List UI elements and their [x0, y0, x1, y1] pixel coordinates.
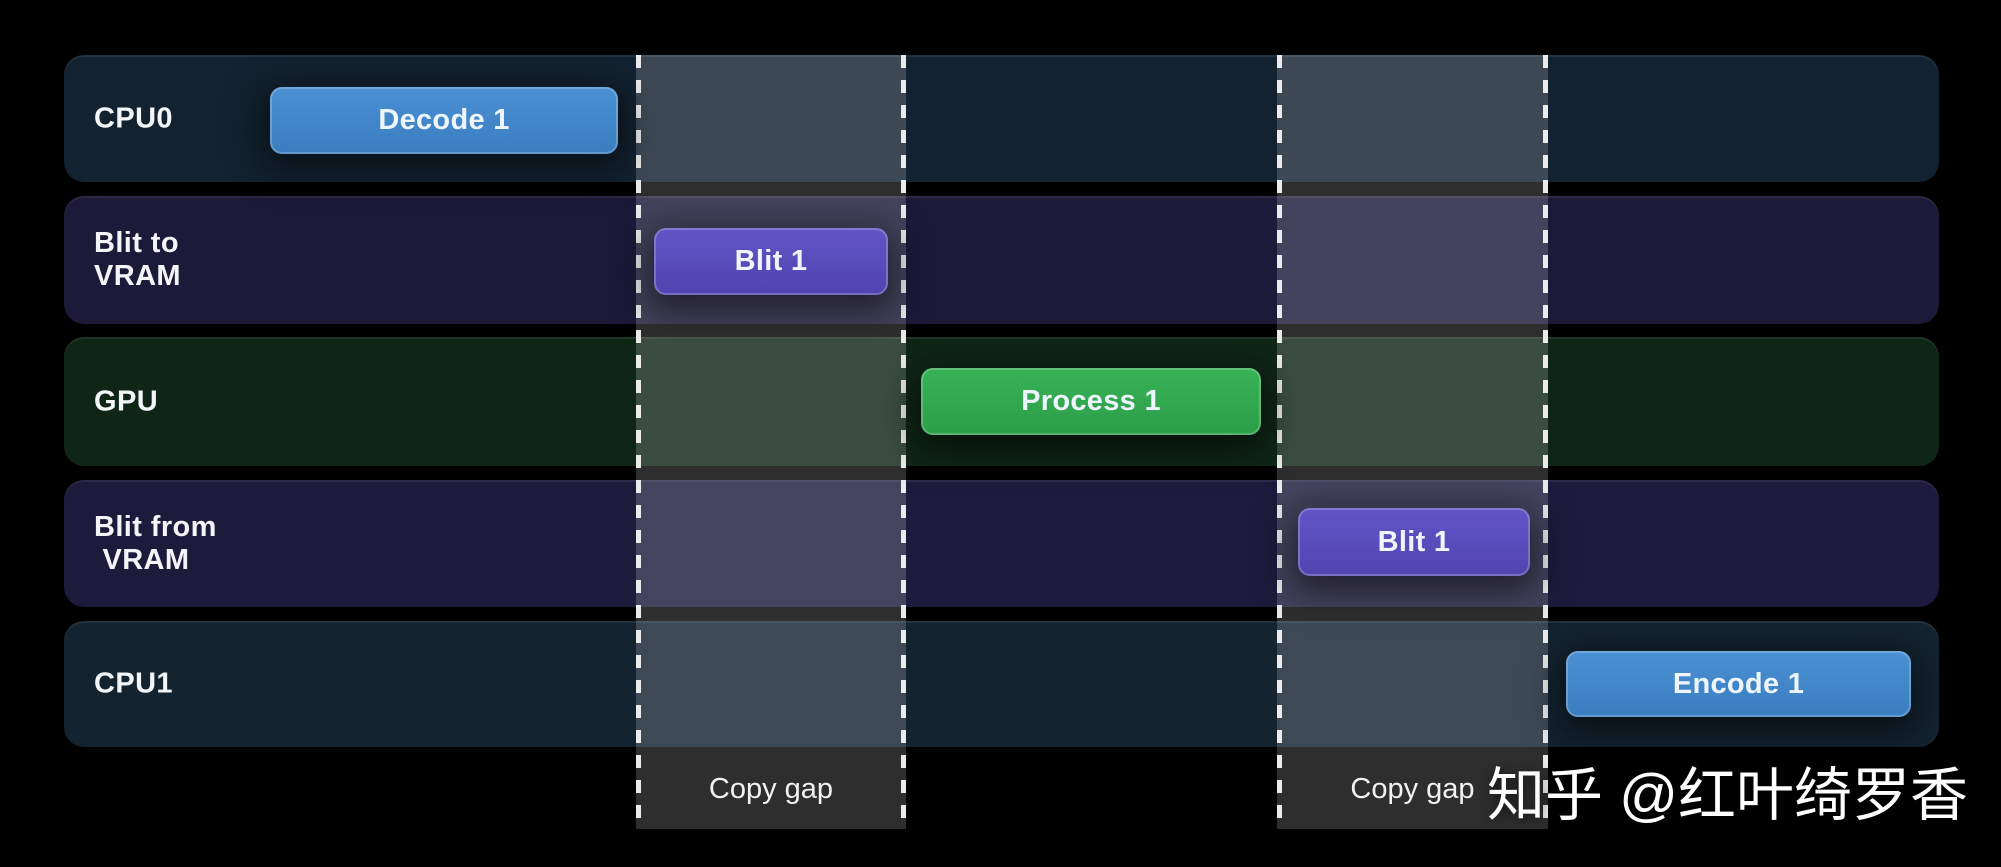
- task-blit-from-vram-1: Blit 1: [1298, 508, 1530, 576]
- lane-gpu: GPU: [64, 337, 1939, 466]
- copy-gap-band-2: Copy gap: [1277, 55, 1548, 829]
- lane-blit-to-vram: Blit to VRAM: [64, 196, 1939, 324]
- copy-gap-band-1: Copy gap: [636, 55, 906, 829]
- dashed-line: [1277, 55, 1282, 829]
- task-encode-1: Encode 1: [1566, 651, 1911, 717]
- copy-gap-label-2: Copy gap: [1350, 772, 1475, 805]
- lane-blit-from-vram: Blit from VRAM: [64, 480, 1939, 607]
- zhihu-watermark: 知乎 @红叶绮罗香: [1487, 763, 1968, 828]
- task-blit-to-vram-1: Blit 1: [654, 228, 888, 295]
- task-process-1: Process 1: [921, 368, 1261, 435]
- task-decode-1: Decode 1: [270, 87, 618, 154]
- lane-cpu1-label: CPU1: [94, 667, 173, 700]
- lane-blit-from-vram-label: Blit from VRAM: [94, 510, 217, 576]
- lane-cpu0-label: CPU0: [94, 101, 173, 134]
- lane-gpu-label: GPU: [94, 384, 159, 417]
- dashed-line: [636, 55, 641, 829]
- dashed-line: [901, 55, 906, 829]
- dashed-line: [1543, 55, 1548, 829]
- lane-blit-to-vram-label: Blit to VRAM: [94, 226, 181, 292]
- copy-gap-label-1: Copy gap: [708, 772, 834, 805]
